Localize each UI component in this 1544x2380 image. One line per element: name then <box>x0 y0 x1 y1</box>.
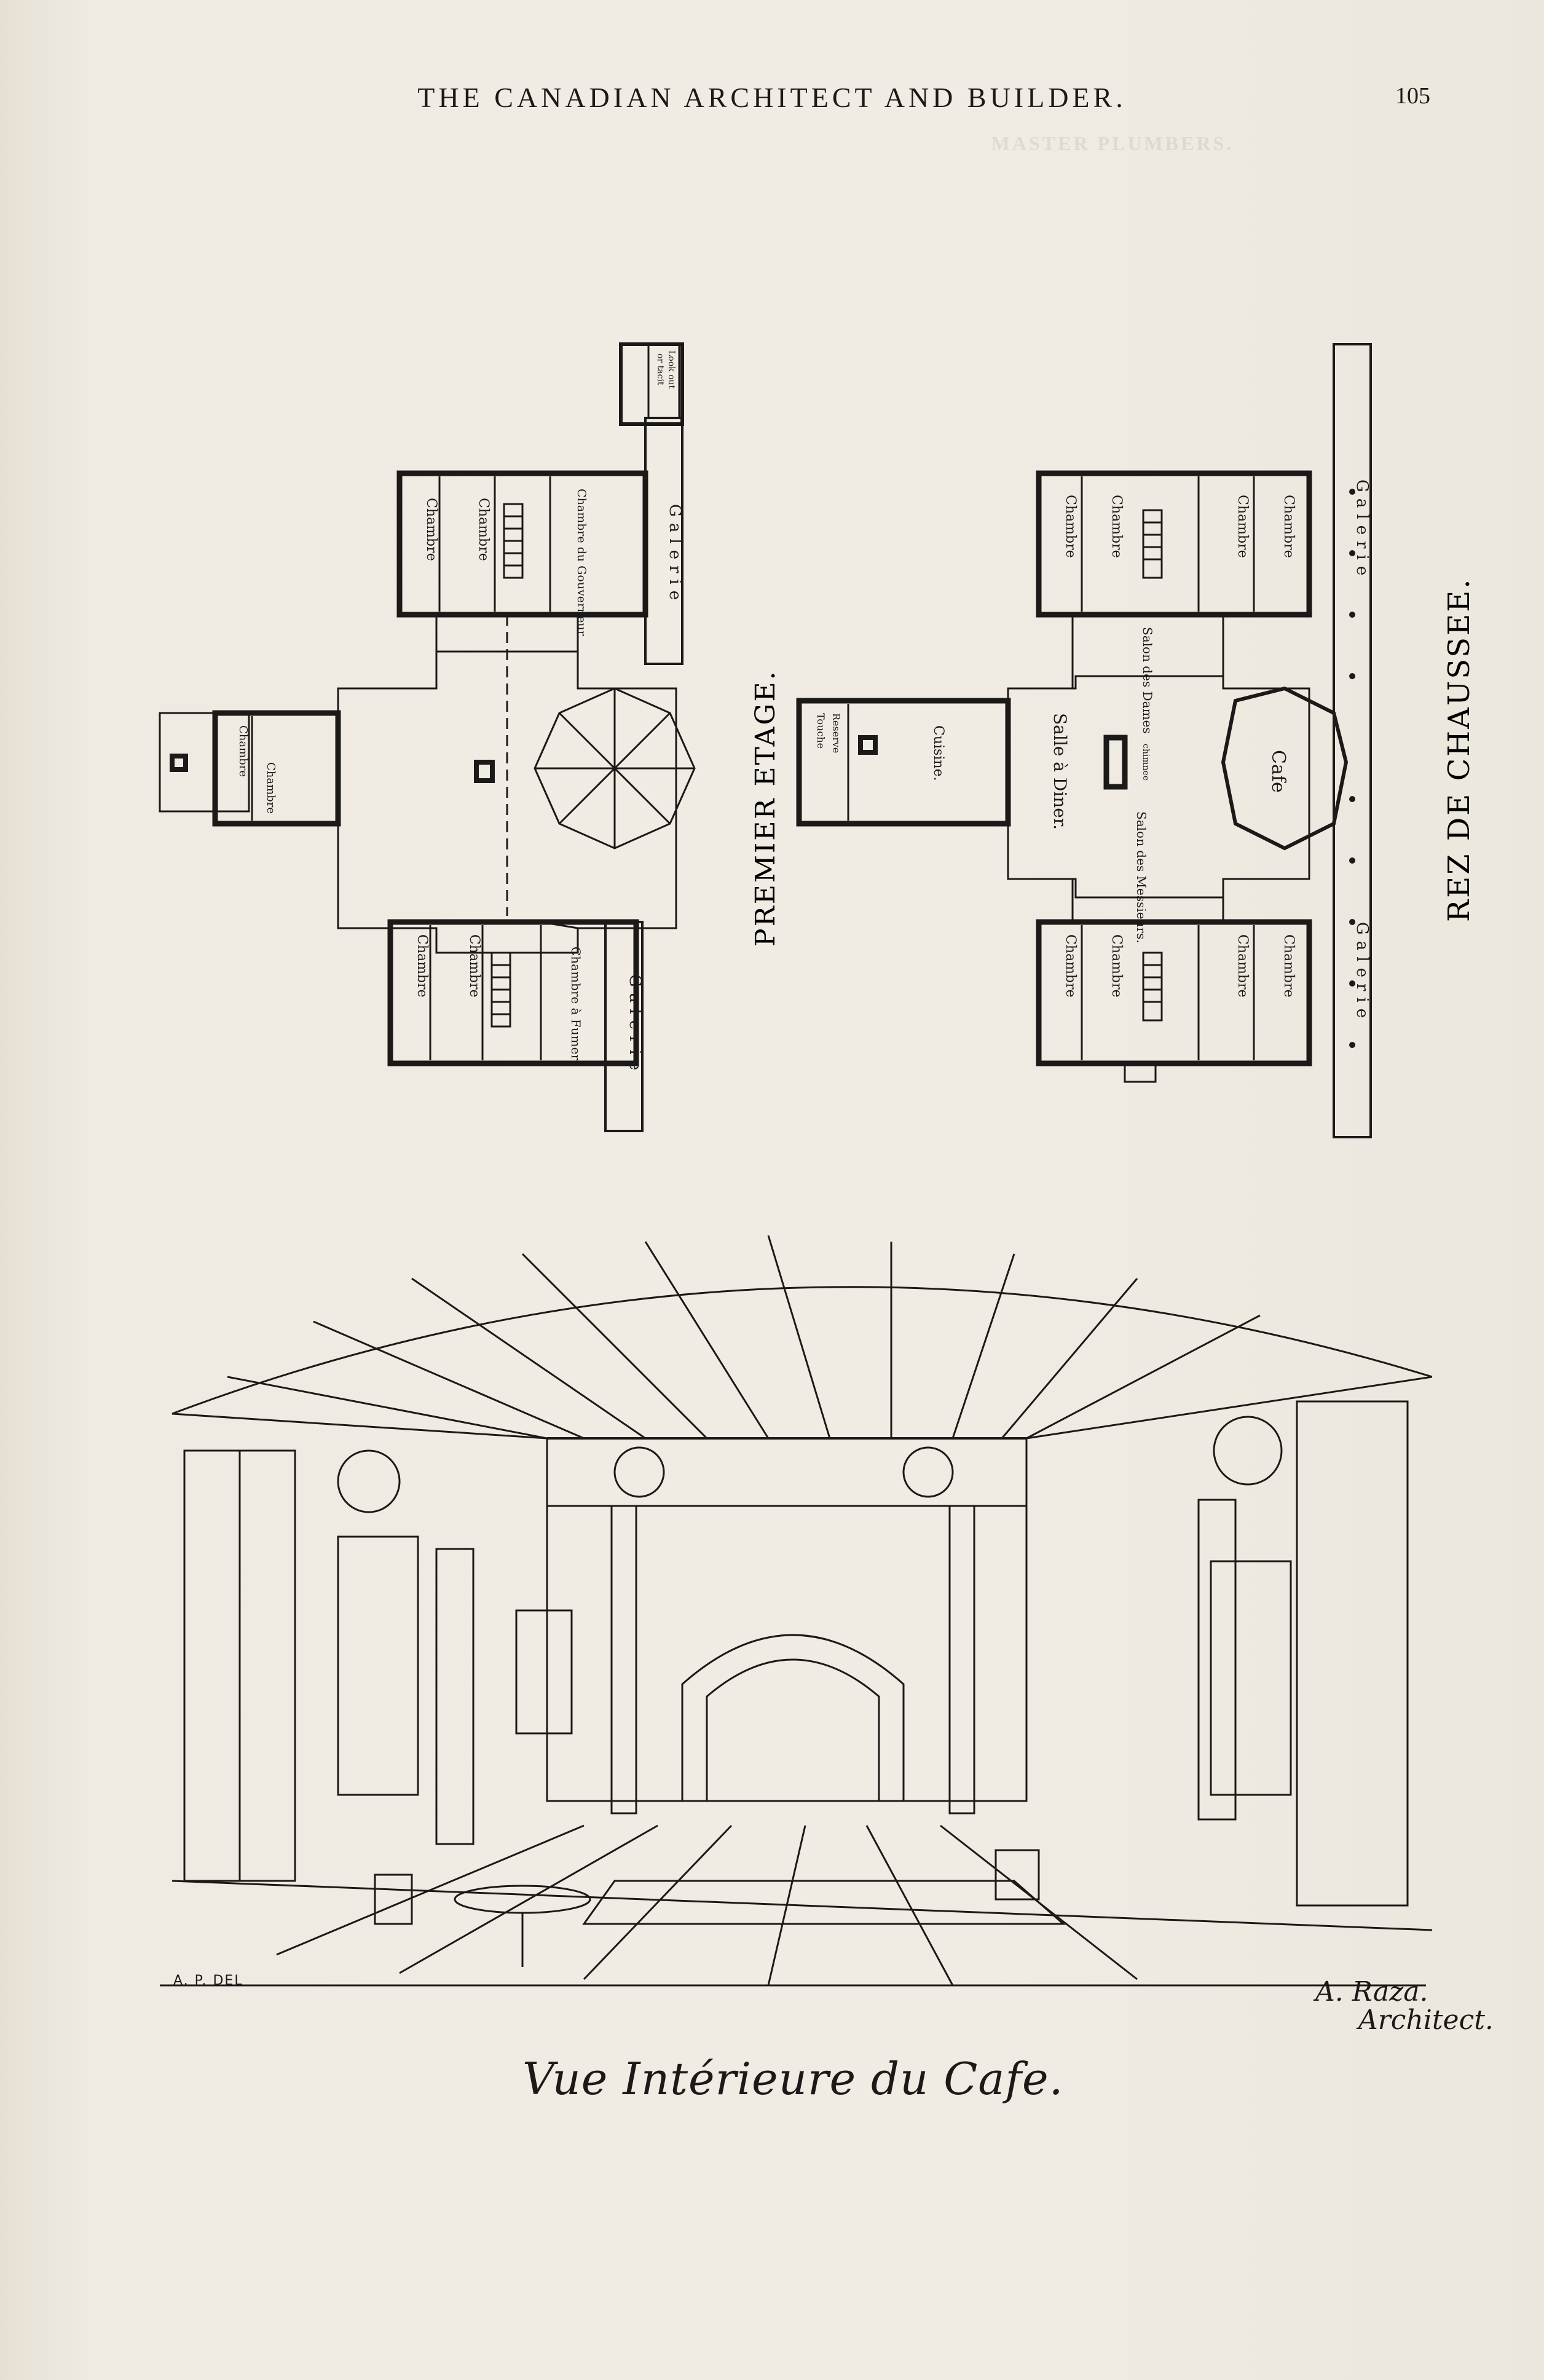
architect-title: Architect. <box>1358 2004 1494 2036</box>
plan1-galerie-bottom: Galerie <box>626 974 644 1076</box>
plan1-chambre-d: Chambre <box>467 934 482 998</box>
running-title: THE CANADIAN ARCHITECT AND BUILDER. <box>417 82 1127 113</box>
plan1-lookout-1: Look out <box>666 350 676 389</box>
plan1-chambre-left-b: Chambre <box>264 762 277 814</box>
plan1-lookout-2: or tacit <box>655 353 665 385</box>
plan2-chambre-f: Chambre <box>1109 934 1124 998</box>
plan2-galerie-bottom: Galerie <box>1353 922 1371 1024</box>
ghost-heading: MASTER PLUMBERS. <box>991 132 1234 154</box>
plan2-chambre-c: Chambre <box>1235 495 1250 558</box>
plan1-chambre-gouverneur: Chambre du Gouverneur <box>575 489 588 637</box>
plan2-salon-des-messieurs: Salon des Messieurs. <box>1134 811 1149 944</box>
artist-credit: A. P. DEL <box>173 1973 243 1988</box>
plan2-salle-a-diner: Salle à Diner. <box>1050 713 1070 830</box>
page-number: 105 <box>1395 83 1430 109</box>
plan2-chambre-a: Chambre <box>1063 495 1078 558</box>
plan1-chambre-c: Chambre <box>414 934 430 998</box>
ground-floor-plan: Chambre Chambre Chambre Chambre Galerie … <box>796 343 1476 1138</box>
plan1-chambre-left-a: Chambre <box>237 725 250 777</box>
plan2-chambre-b: Chambre <box>1109 495 1124 558</box>
plan1-chambre-fumer: Chambre à Fumer <box>569 947 583 1060</box>
plan2-cuisine: Cuisine. <box>931 725 946 781</box>
plan2-chambre-g: Chambre <box>1235 934 1250 998</box>
plan2-chambre-d: Chambre <box>1281 495 1296 558</box>
plan2-galerie-top: Galerie <box>1353 479 1371 581</box>
plan1-chambre-a: Chambre <box>423 498 439 561</box>
architect-name: A. Raza. <box>1315 1976 1428 2008</box>
first-floor-title: PREMIER ETAGE. <box>750 669 781 947</box>
cafe-interior-illustration <box>160 1235 1432 1987</box>
ghost-text-right: MASTER PLUMBERS. <box>805 129 1420 2096</box>
plan2-reserve: Reserve <box>830 713 842 753</box>
illustration-caption: Vue Intérieure du Cafe. <box>522 2053 1064 2105</box>
ground-floor-title: REZ DE CHAUSSEE. <box>1442 577 1476 922</box>
architect-signature: A. Raza. Architect. <box>1315 1978 1494 2035</box>
first-floor-plan: Chambre Chambre Chambre du Gouverneur Ga… <box>159 342 781 1132</box>
plan2-touche: Touche <box>815 713 827 749</box>
plan2-chimnee: chimnee <box>1141 744 1151 781</box>
plan2-chambre-e: Chambre <box>1063 934 1078 998</box>
plan2-salon-des-dames: Salon des Dames <box>1140 627 1155 734</box>
plan2-cafe: Cafe <box>1267 750 1289 793</box>
plan1-chambre-b: Chambre <box>476 498 491 561</box>
plan1-galerie-top: Galerie <box>666 504 684 606</box>
plan2-chambre-h: Chambre <box>1281 934 1296 998</box>
